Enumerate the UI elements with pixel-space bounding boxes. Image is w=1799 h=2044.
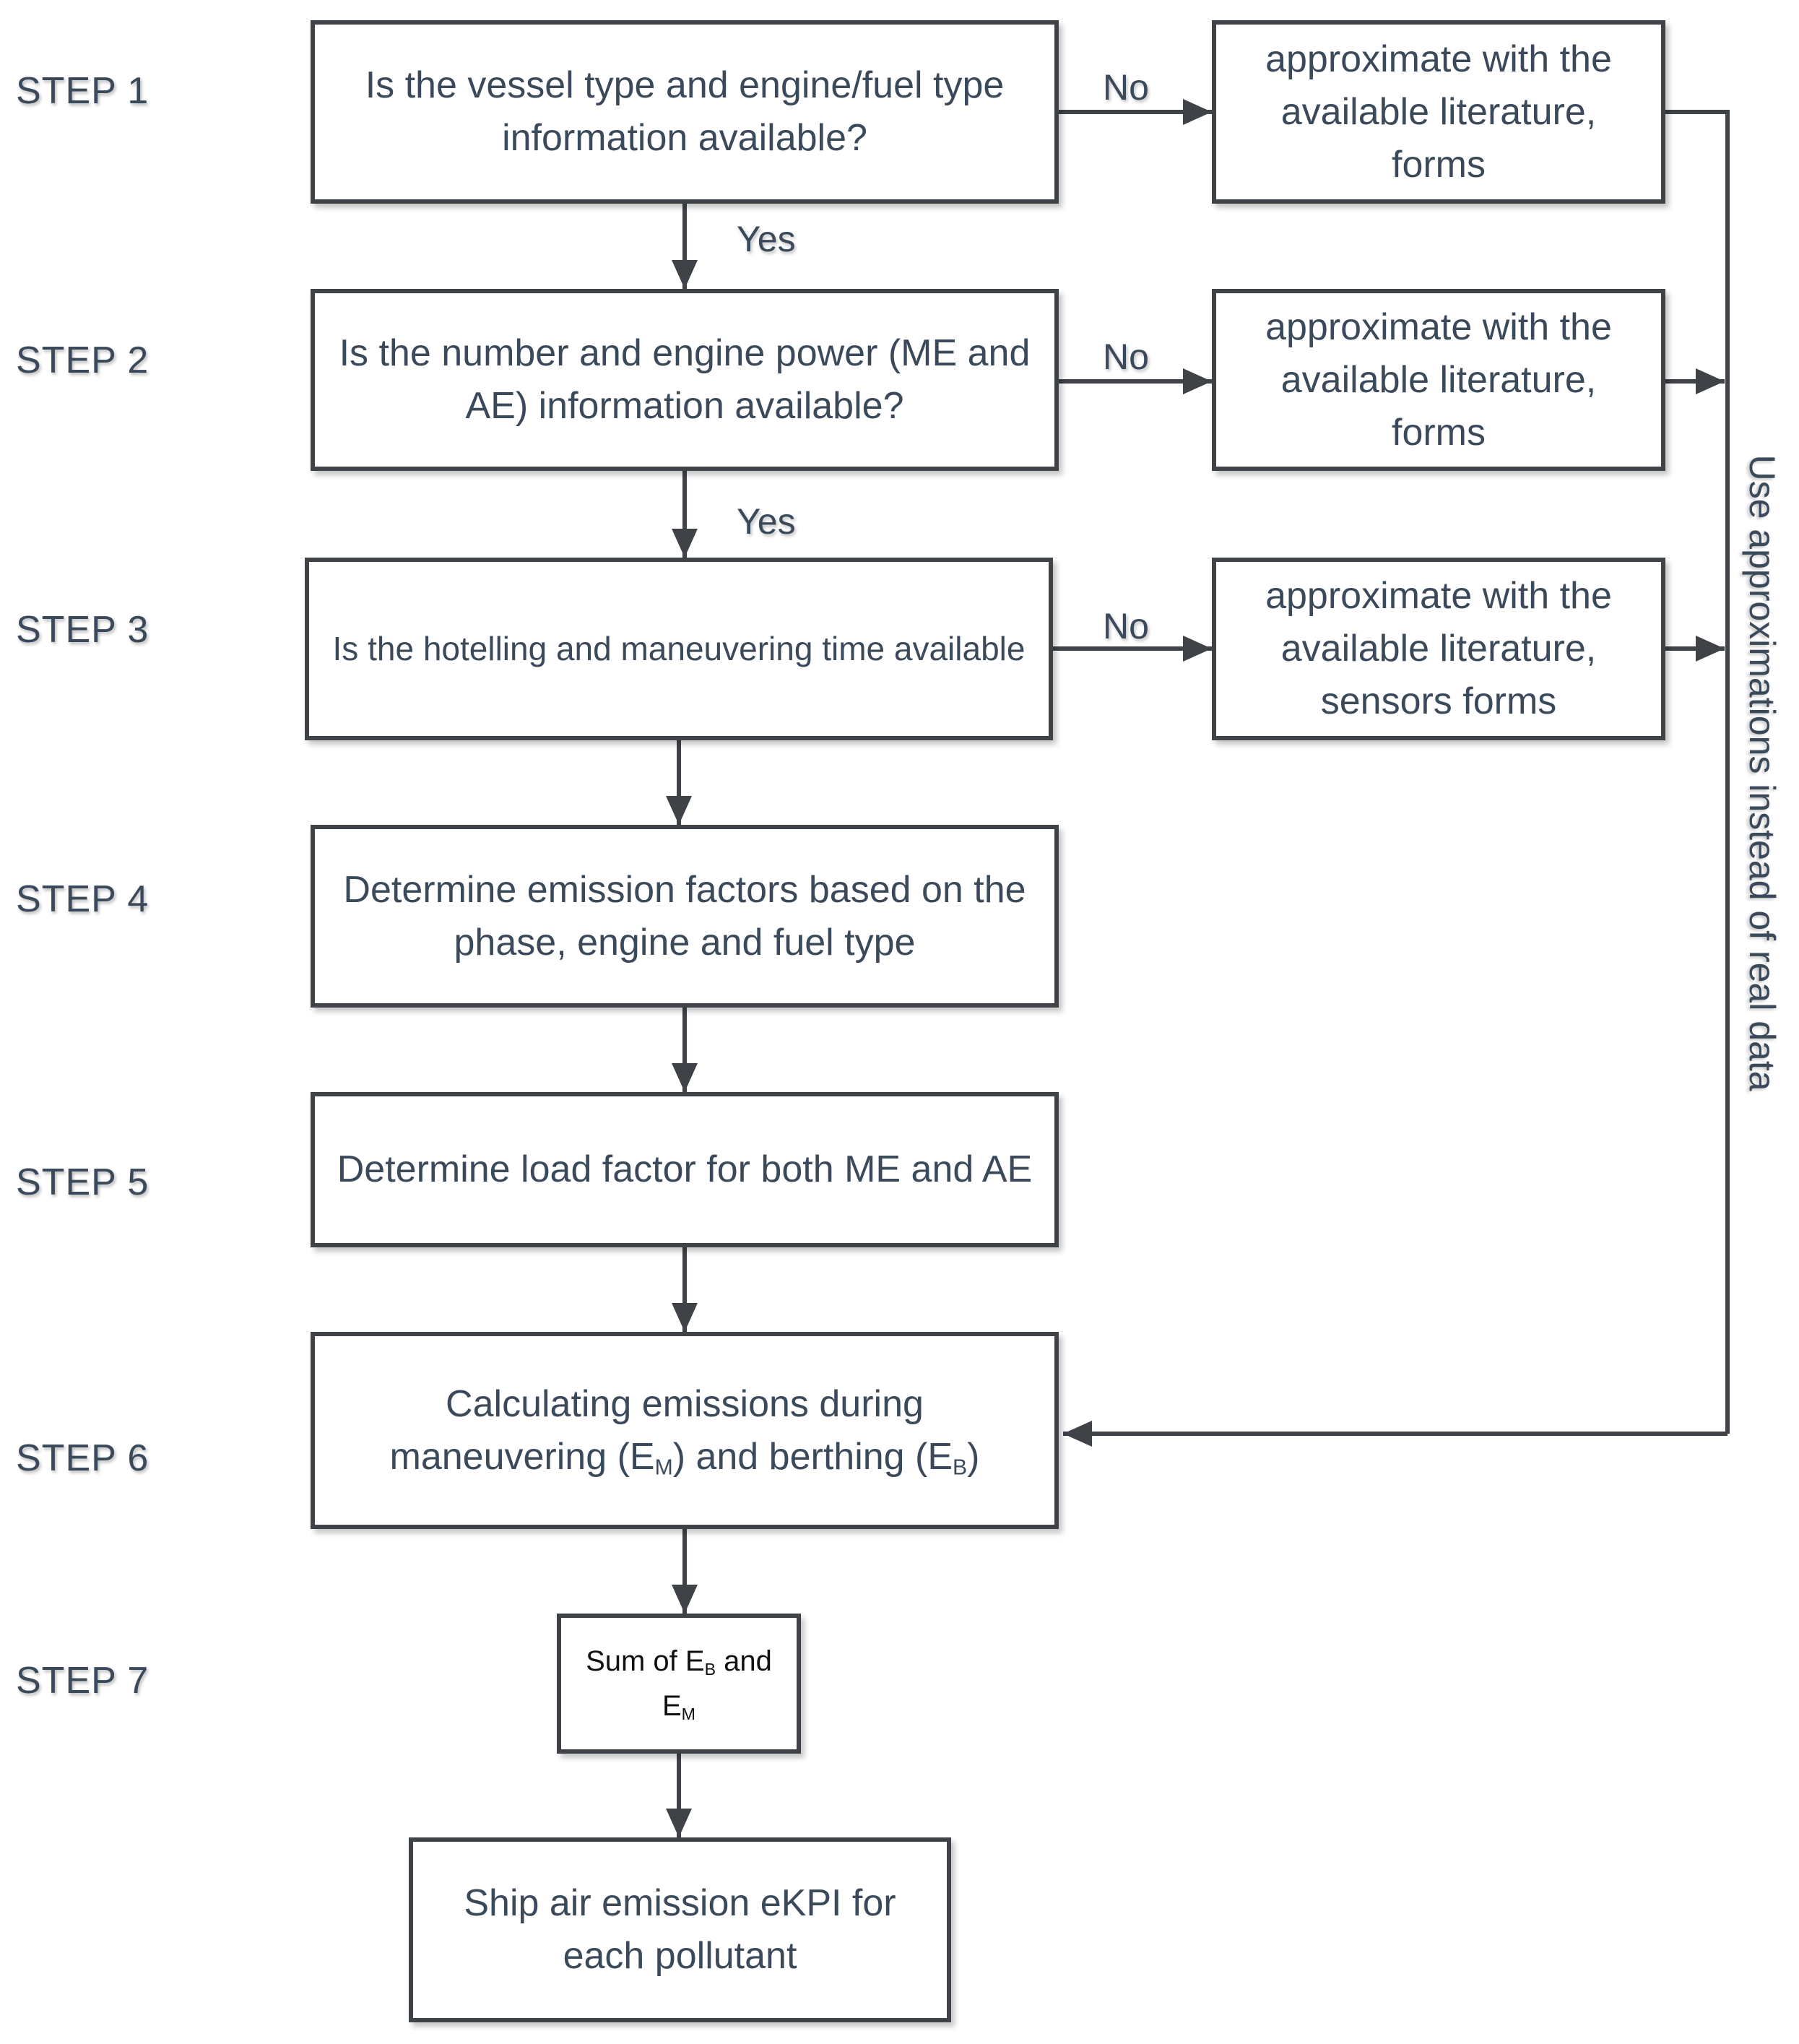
edge-label-no-2: No	[1103, 337, 1149, 377]
calculating-emissions-text: Calculating emissions during maneuvering…	[389, 1382, 980, 1480]
approximate-box-1: approximate with the available literatur…	[1212, 20, 1665, 204]
side-connector-line	[1665, 110, 1730, 1434]
step-label-6: STEP 6	[16, 1437, 149, 1479]
edge-label-no-1: No	[1103, 67, 1149, 108]
step-label-5: STEP 5	[16, 1161, 149, 1203]
step-label-4: STEP 4	[16, 878, 149, 920]
ekpi-output-box: Ship air emission eKPI for each pollutan…	[409, 1837, 951, 2022]
load-factor-box: Determine load factor for both ME and AE	[311, 1092, 1059, 1247]
edge-label-no-3: No	[1103, 606, 1149, 646]
edge-label-yes-1: Yes	[737, 219, 796, 259]
step-label-1: STEP 1	[16, 70, 149, 112]
step-label-3: STEP 3	[16, 609, 149, 651]
emission-factors-box: Determine emission factors based on the …	[311, 825, 1059, 1008]
sum-text: Sum of EB and EM	[586, 1645, 772, 1723]
edge-label-yes-2: Yes	[737, 501, 796, 542]
calculating-emissions-box: Calculating emissions during maneuvering…	[311, 1332, 1059, 1529]
hotelling-time-question-box: Is the hotelling and maneuvering time av…	[305, 558, 1053, 740]
step-label-2: STEP 2	[16, 339, 149, 381]
use-approximations-label: Use approximations instead of real data	[1742, 454, 1782, 1091]
sum-box: Sum of EB and EM	[557, 1614, 801, 1754]
step-label-7: STEP 7	[16, 1660, 149, 1702]
vessel-type-question-box: Is the vessel type and engine/fuel type …	[311, 20, 1059, 204]
approximate-box-3: approximate with the available literatur…	[1212, 558, 1665, 740]
engine-power-question-box: Is the number and engine power (ME and A…	[311, 289, 1059, 471]
approximate-box-2: approximate with the available literatur…	[1212, 289, 1665, 471]
